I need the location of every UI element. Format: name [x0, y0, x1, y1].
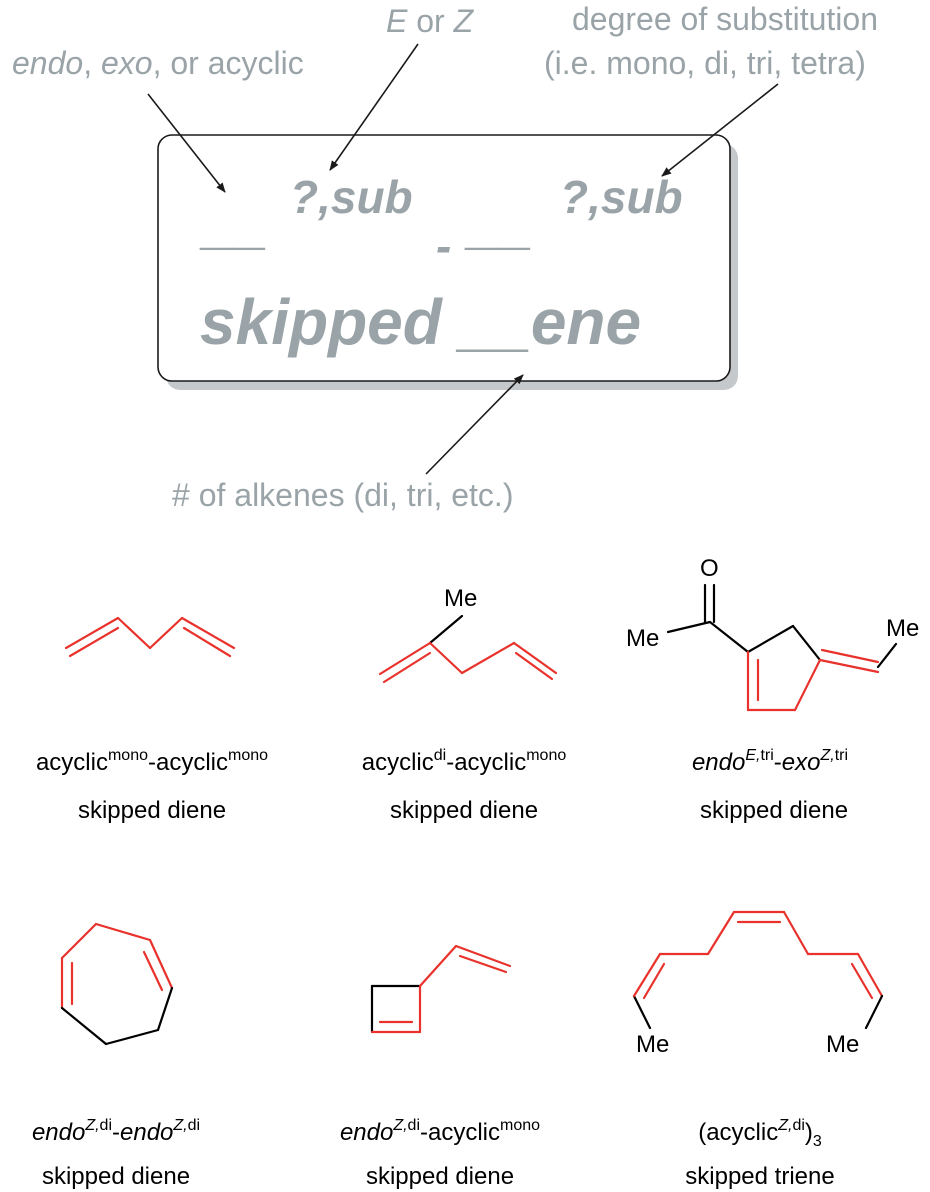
structure-5-vinylcyclobutene	[370, 944, 512, 1034]
svg-text:skipped diene: skipped diene	[390, 797, 538, 824]
svg-text:skipped diene: skipped diene	[78, 797, 226, 824]
s6-me-left-label: Me	[636, 1031, 669, 1058]
arrow-num-alkenes	[425, 374, 524, 475]
template-skipped-ene: skipped __ene	[200, 286, 641, 358]
caption-3: endoE,tri-exoZ,tri skipped diene	[692, 747, 848, 824]
caption-1: acyclicmono-acyclicmono skipped diene	[36, 747, 268, 824]
s3-o-label: O	[700, 555, 719, 582]
svg-text:endoZ,di-endoZ,di: endoZ,di-endoZ,di	[32, 1117, 200, 1146]
template-blank-2: __	[464, 191, 533, 256]
template-superscript-2: ?,sub	[560, 171, 683, 223]
arrow-endo-exo	[147, 93, 226, 193]
structure-1-pentadiene	[64, 616, 236, 658]
s6-me-right-label: Me	[826, 1031, 859, 1058]
caption-6: (acyclicZ,di)3 skipped triene	[685, 1117, 834, 1190]
arrow-e-or-z	[329, 43, 419, 171]
svg-text:endoE,tri-exoZ,tri: endoE,tri-exoZ,tri	[692, 747, 848, 776]
svg-text:acyclicmono-acyclicmono: acyclicmono-acyclicmono	[36, 747, 268, 776]
structure-2-methylpentadiene: Me	[378, 585, 558, 684]
svg-text:skipped diene: skipped diene	[42, 1163, 190, 1190]
svg-text:(acyclicZ,di)3: (acyclicZ,di)3	[698, 1117, 822, 1150]
structure-4-cycloheptadiene	[60, 922, 174, 1046]
arrow-degree	[661, 83, 779, 177]
structure-3-cyclopentene: O Me Me	[626, 555, 919, 712]
degree-annotation-line2: (i.e. mono, di, tri, tetra)	[544, 45, 866, 81]
degree-annotation-line1: degree of substitution	[572, 1, 878, 37]
template-box	[157, 134, 731, 382]
svg-text:skipped diene: skipped diene	[366, 1163, 514, 1190]
s3-me-left-label: Me	[626, 625, 659, 652]
endo-exo-annotation: endo, exo, or acyclic	[12, 45, 304, 81]
structure-6-triene: Me Me	[632, 910, 884, 1058]
num-alkenes-annotation: # of alkenes (di, tri, etc.)	[172, 477, 513, 513]
template-dash: -	[436, 220, 451, 272]
template-blank-1: __	[199, 191, 268, 256]
svg-text:acyclicdi-acyclicmono: acyclicdi-acyclicmono	[362, 747, 567, 776]
caption-2: acyclicdi-acyclicmono skipped diene	[362, 747, 567, 824]
caption-5: endoZ,di-acyclicmono skipped diene	[340, 1117, 540, 1190]
e-or-z-annotation: E or Z	[386, 3, 475, 39]
s2-me-label: Me	[444, 585, 477, 612]
svg-text:skipped diene: skipped diene	[700, 797, 848, 824]
s3-me-right-label: Me	[886, 615, 919, 642]
svg-text:endoZ,di-acyclicmono: endoZ,di-acyclicmono	[340, 1117, 540, 1146]
template-superscript-1: ?,sub	[290, 171, 413, 223]
svg-text:skipped triene: skipped triene	[685, 1163, 834, 1190]
caption-4: endoZ,di-endoZ,di skipped diene	[32, 1117, 200, 1190]
